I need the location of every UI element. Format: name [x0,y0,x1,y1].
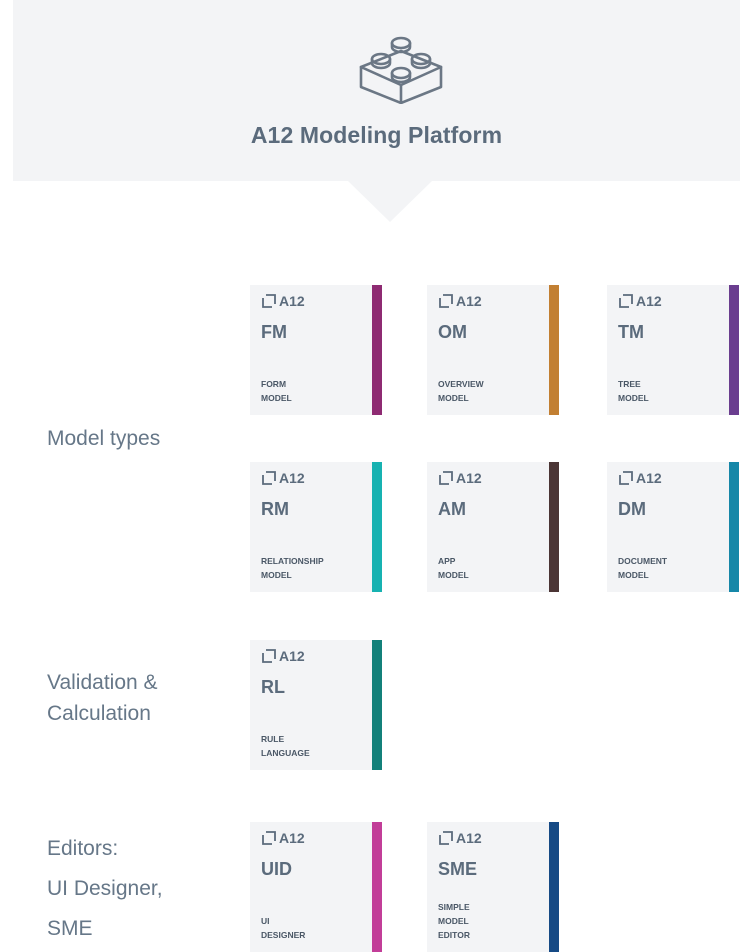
card-model-name: UI DESIGNER [261,914,366,942]
card-color-bar [549,822,559,952]
card-color-bar [729,285,739,415]
lego-brick-icon [359,36,443,104]
card-model-name-line: SIMPLE [438,902,470,912]
a12-logo-icon [619,471,633,485]
card-brand: A12 [261,646,305,666]
card-brand-label: A12 [456,470,482,486]
card-brand-label: A12 [279,293,305,309]
section-label-line: SME [47,917,93,940]
card-abbreviation: AM [438,499,466,519]
card-model-name-line: MODEL [618,570,649,580]
a12-logo-icon [439,471,453,485]
card-brand: A12 [438,468,482,488]
card-brand-label: A12 [456,293,482,309]
card-brand-label: A12 [456,830,482,846]
card-model-name-line: TREE [618,379,641,389]
card-model-name-line: DOCUMENT [618,556,668,566]
section-label-line: Validation & [47,671,158,694]
card-color-bar [372,822,382,952]
card-brand-label: A12 [636,293,662,309]
card-model-name-line: MODEL [618,393,649,403]
card-brand: A12 [618,468,662,488]
section-label-line: Calculation [47,702,151,725]
card-model-name-line: MODEL [261,393,292,403]
card-brand-label: A12 [279,470,305,486]
card-brand: A12 [261,291,305,311]
card-brand: A12 [438,291,482,311]
card-model-name-line: RULE [261,734,285,744]
card-model-name-line: UI [261,916,270,926]
a12-logo-icon [439,294,453,308]
card-color-bar [372,285,382,415]
a12-logo-icon [439,831,453,845]
card-model-name: FORM MODEL [261,377,366,405]
card-model-name: RULE LANGUAGE [261,732,366,760]
a12-logo-icon [262,294,276,308]
page-title: A12 Modeling Platform [250,122,503,148]
card-model-name-line: EDITOR [438,930,470,940]
card-model-name-line: DESIGNER [261,930,306,940]
card-abbreviation: FM [261,322,287,342]
card-color-bar [372,462,382,592]
card-model-name: DOCUMENT MODEL [618,554,723,582]
card-color-bar [729,462,739,592]
card-abbreviation: DM [618,499,646,519]
section-label-line: Editors: [47,837,119,860]
card-model-name: APP MODEL [438,554,543,582]
section-label-editors: Editors: UI Designer, SME [47,829,163,949]
section-label-validation: Validation & Calculation [47,667,158,729]
a12-logo-icon [262,649,276,663]
card-model-name-line: RELATIONSHIP [261,556,324,566]
a12-logo-icon [619,294,633,308]
card-color-bar [372,640,382,770]
card-model-name: RELATIONSHIP MODEL [261,554,366,582]
card-abbreviation: RL [261,677,285,697]
card-model-name-line: MODEL [438,570,469,580]
card-model-name-line: MODEL [438,393,469,403]
card-model-name-line: OVERVIEW [438,379,484,389]
card-color-bar [549,462,559,592]
card-model-name: SIMPLE MODEL EDITOR [438,900,543,942]
card-model-name: OVERVIEW MODEL [438,377,543,405]
card-brand: A12 [261,828,305,848]
card-abbreviation: RM [261,499,289,519]
card-model-name-line: MODEL [438,916,469,926]
a12-logo-icon [262,831,276,845]
card-brand: A12 [438,828,482,848]
card-model-name-line: LANGUAGE [261,748,310,758]
card-abbreviation: TM [618,322,644,342]
card-brand-label: A12 [279,830,305,846]
header-panel [13,0,740,181]
card-brand-label: A12 [279,648,305,664]
section-label-line: UI Designer, [47,877,163,900]
header-pointer [348,181,432,222]
section-label-model-types: Model types [47,423,160,454]
card-brand: A12 [618,291,662,311]
card-abbreviation: UID [261,859,292,879]
card-model-name-line: MODEL [261,570,292,580]
section-label-line: Model types [47,427,161,450]
card-model-name-line: APP [438,556,456,566]
card-model-name: TREE MODEL [618,377,723,405]
card-model-name-line: FORM [261,379,287,389]
card-abbreviation: OM [438,322,467,342]
card-brand-label: A12 [636,470,662,486]
card-abbreviation: SME [438,859,478,879]
card-brand: A12 [261,468,305,488]
a12-logo-icon [262,471,276,485]
card-color-bar [549,285,559,415]
